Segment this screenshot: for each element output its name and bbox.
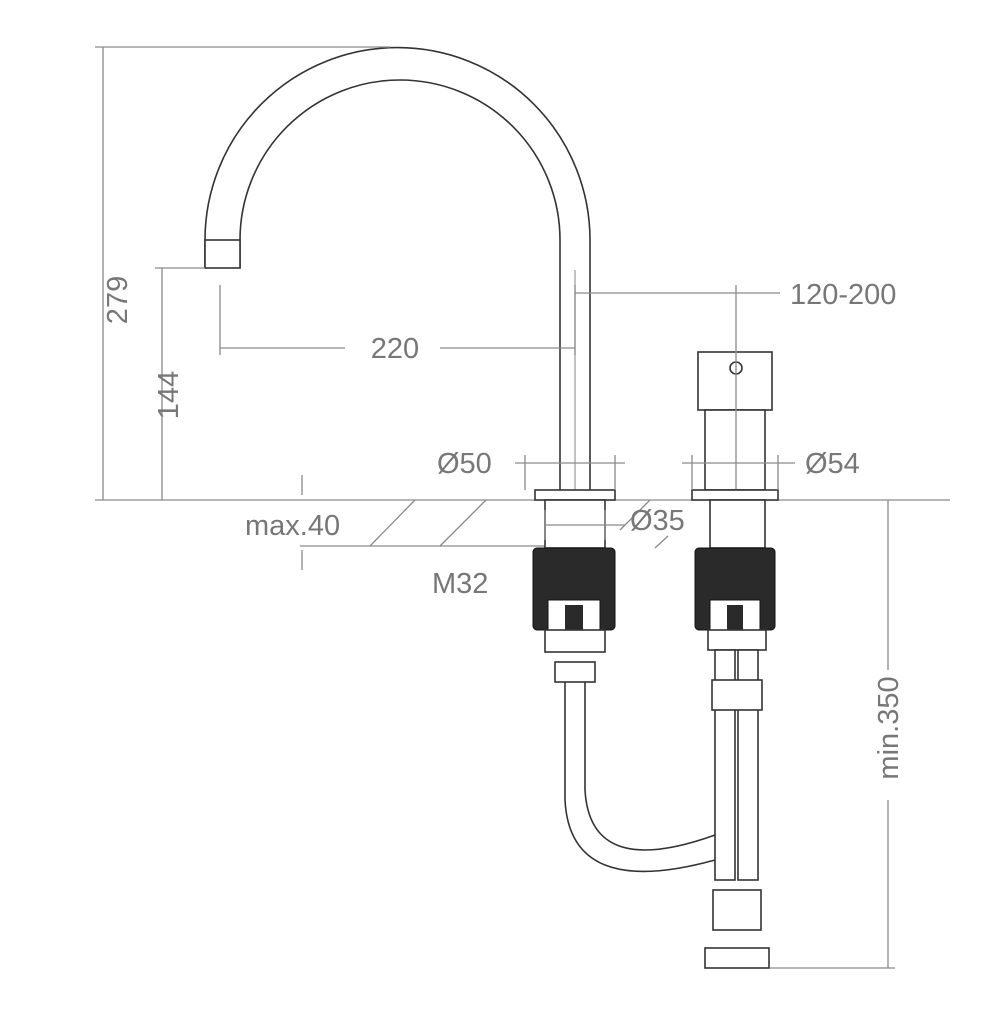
spout-fixing-nut — [532, 547, 616, 631]
label-thread: M32 — [432, 568, 488, 600]
label-handle-distance: 120-200 — [790, 279, 896, 311]
spout-base-plate — [534, 489, 616, 501]
label-spout-base-diameter: Ø50 — [437, 448, 492, 480]
handle-base-plate — [691, 489, 779, 501]
countertop-hatch — [300, 499, 669, 549]
label-min-hose-length: min.350 — [873, 676, 905, 779]
dimension-lines — [95, 46, 895, 969]
hose-connector — [554, 661, 596, 683]
hoses — [564, 649, 770, 969]
label-spout-reach: 220 — [371, 333, 419, 365]
label-max-counter-thickness: max.40 — [245, 510, 340, 542]
handle — [697, 285, 773, 491]
label-handle-base-diameter: Ø54 — [805, 448, 860, 480]
handle-fixing-nut — [694, 547, 776, 631]
spout-shank — [544, 499, 606, 549]
handle-shank — [709, 499, 766, 549]
label-spout-height: 144 — [153, 371, 185, 419]
label-total-height: 279 — [102, 276, 134, 324]
label-hole-diameter: Ø35 — [630, 505, 685, 537]
spout — [204, 46, 591, 490]
